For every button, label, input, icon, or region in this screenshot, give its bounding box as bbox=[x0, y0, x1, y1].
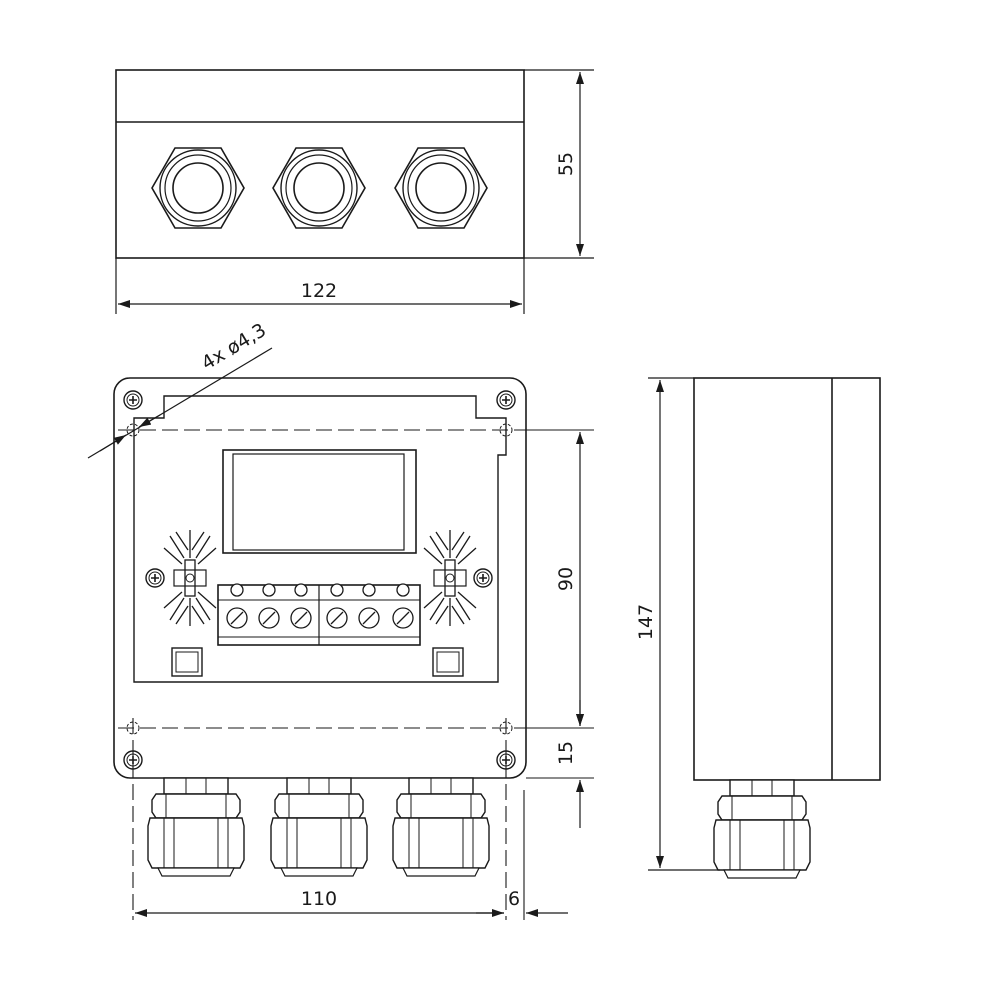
dim-label-holes: 4x ø4,3 bbox=[198, 319, 270, 375]
panel-screw-left bbox=[145, 568, 165, 588]
din-clip-right bbox=[423, 529, 477, 627]
bottom-gland-1 bbox=[147, 777, 245, 877]
corner-screw-top-right bbox=[496, 390, 516, 410]
dim-label-15: 15 bbox=[555, 741, 577, 765]
dim-label-90: 90 bbox=[555, 567, 577, 591]
dim-label-55: 55 bbox=[555, 152, 577, 176]
bottom-gland-2 bbox=[270, 777, 368, 877]
side-view bbox=[693, 377, 881, 781]
top-view bbox=[115, 69, 525, 259]
display-window bbox=[222, 449, 417, 554]
panel-screw-right bbox=[473, 568, 493, 588]
top-view-body bbox=[115, 69, 525, 259]
dim-55 bbox=[524, 69, 594, 259]
enclosure-outline bbox=[113, 377, 527, 779]
indicator-squares bbox=[171, 647, 464, 677]
cable-gland-nut-3 bbox=[394, 147, 488, 229]
dim-122 bbox=[115, 258, 525, 314]
dim-label-122: 122 bbox=[301, 280, 337, 302]
cable-gland-nut-2 bbox=[272, 147, 366, 229]
dim-holes-leader bbox=[87, 347, 273, 459]
bottom-gland-3 bbox=[392, 777, 490, 877]
inner-panel bbox=[133, 395, 507, 683]
hole-centerlines bbox=[118, 429, 594, 920]
dim-label-110: 110 bbox=[301, 888, 337, 910]
cable-gland-nut-1 bbox=[151, 147, 245, 229]
din-clip-left bbox=[163, 529, 217, 627]
dim-label-147: 147 bbox=[635, 604, 657, 640]
front-view bbox=[113, 377, 527, 779]
dim-label-6: 6 bbox=[508, 888, 520, 910]
side-view-body bbox=[693, 377, 881, 781]
side-gland bbox=[713, 779, 811, 879]
terminal-screws bbox=[226, 583, 414, 629]
display-window-inner bbox=[232, 453, 405, 551]
dim-147 bbox=[648, 377, 720, 871]
corner-screw-top-left bbox=[123, 390, 143, 410]
